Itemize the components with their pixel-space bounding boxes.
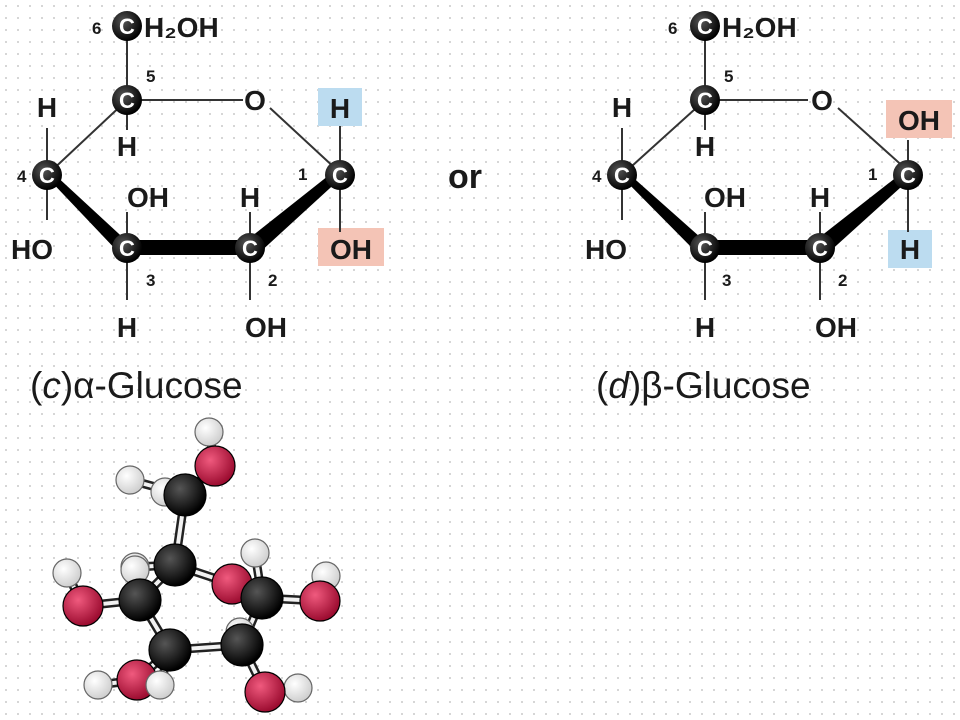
- svg-text:C: C: [697, 236, 713, 261]
- alpha-carbon-5: C: [112, 85, 142, 115]
- or-connector: or: [448, 158, 482, 196]
- svg-text:C: C: [119, 236, 135, 261]
- alpha-ring-oxygen: O: [244, 85, 266, 116]
- beta-bond-o-c1: [837, 107, 908, 171]
- alpha-carbon-4: C: [32, 160, 62, 190]
- alpha-carbon-2: C: [235, 233, 265, 263]
- alpha-bond-c5-c4: [46, 99, 128, 176]
- atom-ho4h: [52, 558, 82, 588]
- beta-num-6: 6: [668, 19, 677, 38]
- alpha-c1-bottom: OH: [330, 234, 372, 265]
- alpha-bond-c2-c1: [247, 172, 341, 254]
- atom-c4: [118, 578, 162, 622]
- alpha-c2-h: H: [240, 182, 260, 213]
- beta-c1-bottom: H: [900, 234, 920, 265]
- alpha-num-2: 2: [268, 271, 277, 290]
- alpha-c1-bottom-highlight: [318, 228, 384, 266]
- beta-bond-c4-c3: [620, 173, 709, 254]
- ball-and-stick-model: [52, 417, 341, 713]
- atom-o1: [299, 580, 341, 622]
- alpha-bond-c4-c3: [45, 173, 131, 254]
- svg-text:C: C: [812, 236, 828, 261]
- alpha-c1-top-highlight: [318, 88, 362, 126]
- alpha-c3-h: H: [117, 312, 137, 343]
- svg-text:C: C: [697, 14, 713, 39]
- svg-text:C: C: [614, 163, 630, 188]
- beta-bond-c5-c4: [621, 99, 706, 176]
- beta-carbon-4: C: [607, 160, 637, 190]
- atom-c5: [153, 543, 197, 587]
- atom-c6: [163, 473, 207, 517]
- beta-c6-group: H₂OH: [722, 12, 797, 43]
- beta-c3-h: H: [695, 312, 715, 343]
- atom-ho2h: [283, 673, 313, 703]
- beta-c5-h: H: [695, 131, 715, 162]
- beta-c2-h: H: [810, 182, 830, 213]
- svg-text:C: C: [900, 163, 916, 188]
- beta-num-5: 5: [724, 67, 733, 86]
- svg-text:C: C: [242, 236, 258, 261]
- beta-carbon-3: C: [690, 233, 720, 263]
- atom-c3: [148, 628, 192, 672]
- svg-text:C: C: [332, 163, 348, 188]
- beta-c2-oh: OH: [815, 312, 857, 343]
- alpha-bond-c3-c2: [125, 240, 252, 255]
- alpha-c2-oh: OH: [245, 312, 287, 343]
- beta-glucose: C C C C C C H₂OH 6 5 O OH H H 4 1 OH: [585, 11, 952, 406]
- alpha-c1-top: H: [330, 93, 350, 124]
- svg-text:C: C: [39, 163, 55, 188]
- atom-o6: [194, 445, 236, 487]
- atom-h6a: [115, 465, 145, 495]
- atom-o2: [244, 671, 286, 713]
- alpha-num-3: 3: [146, 271, 155, 290]
- beta-bond-c2-c1: [816, 172, 911, 254]
- alpha-bond-o-c1: [269, 107, 338, 171]
- svg-text:C: C: [119, 88, 135, 113]
- beta-carbon-6: C: [690, 11, 720, 41]
- atom-ho3h: [83, 670, 113, 700]
- beta-num-4: 4: [592, 167, 602, 186]
- beta-bond-c3-c2: [703, 240, 821, 255]
- alpha-c4-oh: HO: [11, 234, 53, 265]
- beta-num-2: 2: [838, 271, 847, 290]
- alpha-glucose: C C C C C C H₂OH 6 5 O H H H 4 1 O: [11, 11, 384, 406]
- svg-text:C: C: [119, 14, 135, 39]
- alpha-carbon-3: C: [112, 233, 142, 263]
- beta-c1-top-highlight: [886, 100, 952, 138]
- beta-carbon-1: C: [893, 160, 923, 190]
- atom-h6o: [194, 417, 224, 447]
- beta-c1-top: OH: [898, 105, 940, 136]
- alpha-num-6: 6: [92, 19, 101, 38]
- alpha-num-1: 1: [298, 165, 307, 184]
- beta-c1-bottom-highlight: [888, 230, 932, 268]
- atom-h3: [145, 670, 175, 700]
- alpha-num-4: 4: [17, 167, 27, 186]
- alpha-num-5: 5: [146, 67, 155, 86]
- alpha-carbon-1: C: [325, 160, 355, 190]
- beta-ring-oxygen: O: [811, 85, 833, 116]
- beta-carbon-2: C: [805, 233, 835, 263]
- beta-c4-oh: HO: [585, 234, 627, 265]
- alpha-c3-oh: OH: [127, 182, 169, 213]
- alpha-c6-group: H₂OH: [144, 12, 219, 43]
- alpha-c4-h: H: [37, 92, 57, 123]
- atom-c2: [220, 623, 264, 667]
- svg-text:C: C: [697, 88, 713, 113]
- atom-c1: [240, 576, 284, 620]
- beta-carbon-5: C: [690, 85, 720, 115]
- beta-caption: (d)β-Glucose: [596, 365, 811, 406]
- beta-num-1: 1: [868, 165, 877, 184]
- alpha-c5-h: H: [117, 131, 137, 162]
- alpha-carbon-6: C: [112, 11, 142, 41]
- beta-c4-h: H: [612, 92, 632, 123]
- beta-num-3: 3: [722, 271, 731, 290]
- atom-o4: [62, 585, 104, 627]
- alpha-caption: (c)α-Glucose: [30, 365, 243, 406]
- atom-h1: [240, 538, 270, 568]
- beta-c3-oh: OH: [704, 182, 746, 213]
